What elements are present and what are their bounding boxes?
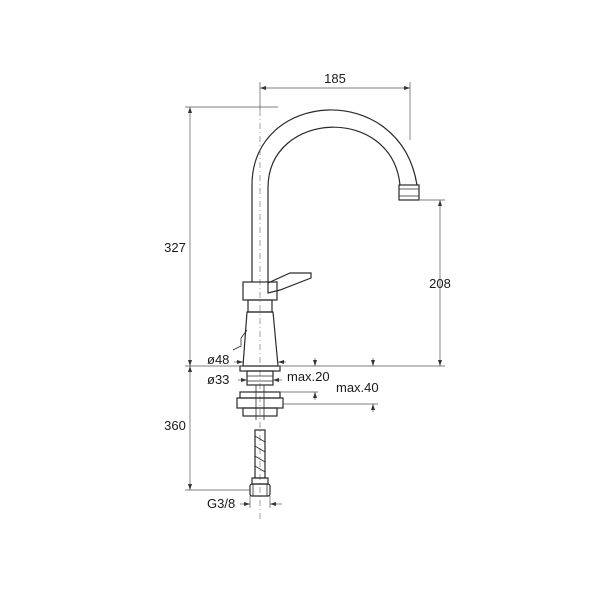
aerator [398, 184, 420, 201]
dimension-spout-height: 208 [420, 199, 451, 366]
dimension-spout-reach: 185 [259, 71, 411, 140]
faucet-outline [232, 109, 420, 520]
shank-diameter-label: ø33 [207, 372, 229, 387]
base-diameter-label: ø48 [207, 352, 229, 367]
shank [246, 370, 274, 386]
spout-reach-label: 185 [324, 71, 346, 86]
spout-outer-edge [251, 109, 418, 282]
spout-inner-edge [267, 126, 401, 282]
total-height-label: 327 [164, 240, 186, 255]
thread-label: G3/8 [207, 496, 235, 511]
dimension-max-20: max.20 [280, 358, 330, 400]
fixing-plate [242, 407, 278, 417]
dimension-thread: G3/8 [207, 496, 282, 511]
faucet-body [242, 311, 279, 367]
dimension-total-height: 327 [164, 106, 278, 366]
max-40-label: max.40 [336, 380, 379, 395]
dimension-shank-diameter: ø33 [207, 372, 282, 387]
side-pin [232, 329, 248, 351]
dimension-base-diameter: ø48 [207, 352, 286, 367]
dimension-max-40: max.40 [283, 358, 379, 412]
lever-handle [267, 272, 312, 294]
hose-length-label: 360 [164, 418, 186, 433]
max-20-label: max.20 [287, 369, 330, 384]
spout-height-label: 208 [429, 276, 451, 291]
dimension-hose-length: 360 [164, 366, 250, 491]
